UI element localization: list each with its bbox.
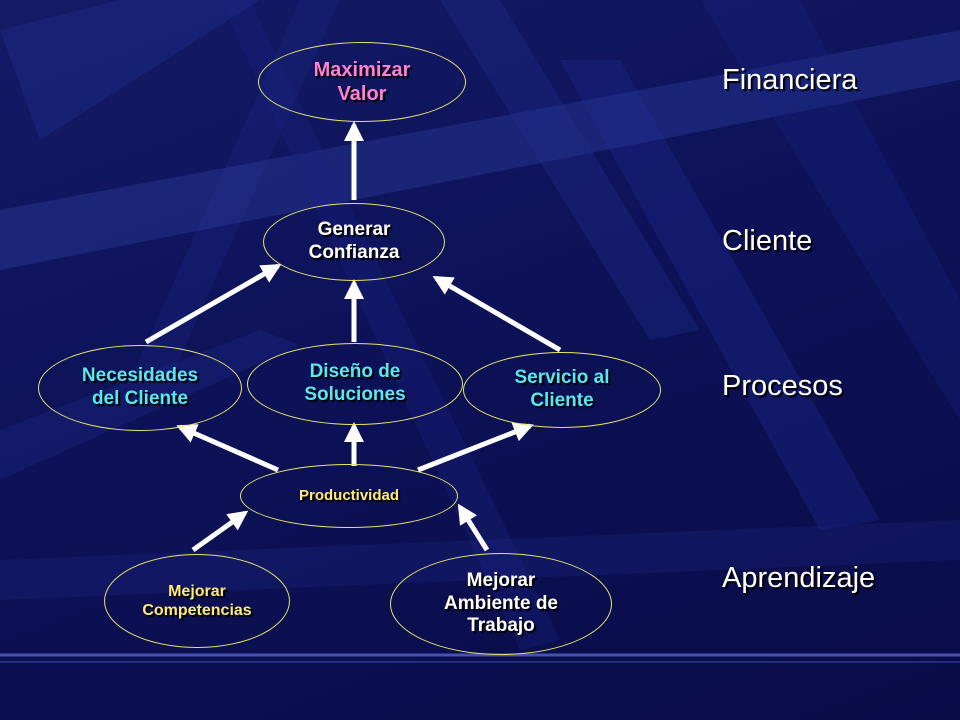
node-line: Necesidades: [81, 365, 199, 387]
node-line: Confianza: [308, 242, 400, 263]
node-line: Diseño de: [309, 361, 401, 383]
node-productividad: Productividad: [240, 464, 458, 528]
arrow-necesidades-to-generar: [144, 263, 282, 345]
arrow-servicio-to-generar: [432, 275, 562, 353]
node-line: Mejorar: [466, 569, 536, 591]
node-line: Trabajo: [467, 615, 535, 637]
perspective-procesos: Procesos: [722, 370, 843, 402]
node-line: Valor: [337, 83, 387, 105]
arrow-productividad-to-necesidades: [176, 424, 280, 473]
arrow-ambiente-to-productividad: [457, 503, 490, 552]
node-line: Cliente: [530, 390, 594, 411]
arrow-competencias-to-productividad: [191, 510, 249, 553]
perspective-cliente: Cliente: [722, 225, 813, 257]
node-line: Competencias: [142, 602, 252, 619]
node-line: Servicio al: [514, 367, 610, 389]
node-line: Mejorar: [168, 582, 226, 600]
perspective-aprendizaje: Aprendizaje: [722, 562, 876, 594]
node-line: Productividad: [298, 487, 399, 504]
node-line: Generar: [317, 219, 391, 241]
perspective-financiera: Financiera: [722, 64, 858, 96]
node-line: Soluciones: [304, 384, 406, 405]
node-line: Ambiente de: [443, 592, 559, 614]
node-line: Maximizar: [313, 59, 411, 81]
arrow-productividad-to-servicio: [417, 422, 534, 473]
node-line: del Cliente: [91, 388, 189, 409]
